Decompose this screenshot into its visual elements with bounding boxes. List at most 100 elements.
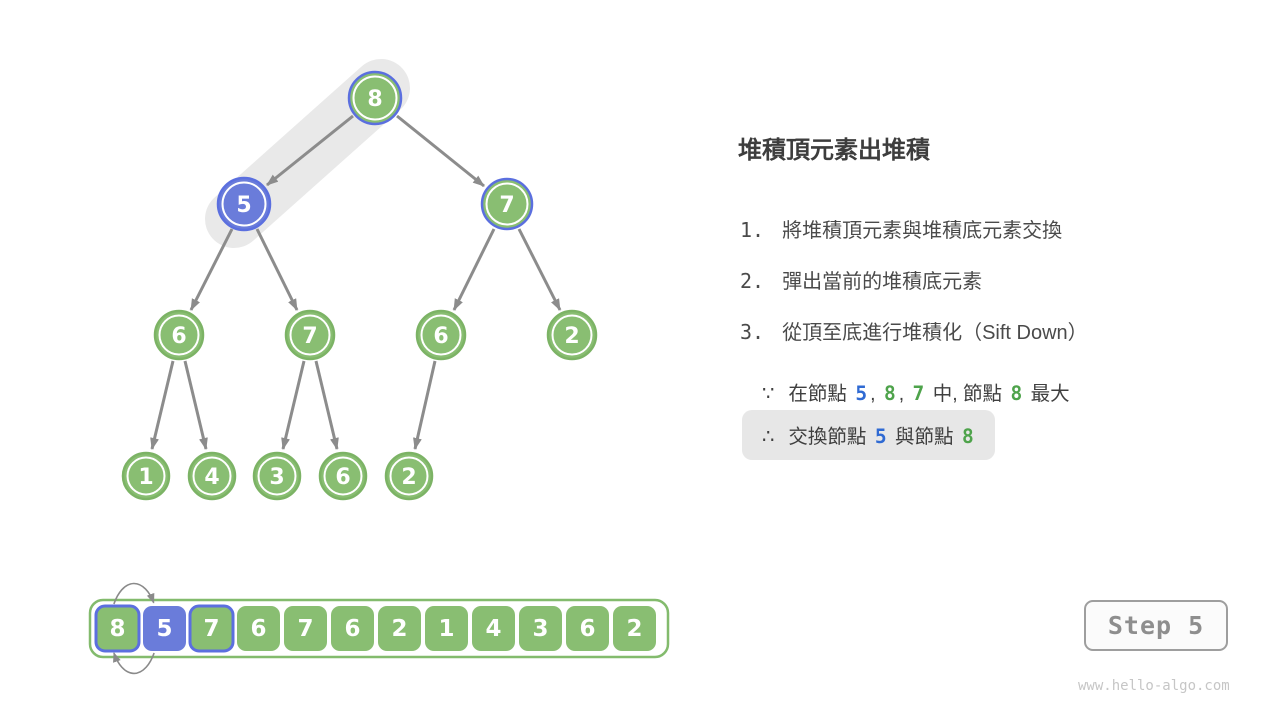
cell-value: 3 bbox=[532, 616, 548, 642]
node-circle bbox=[284, 309, 336, 361]
node-circle bbox=[252, 451, 302, 501]
swap-arc-bottom bbox=[113, 652, 155, 675]
note-text: 交換節點 bbox=[788, 426, 872, 448]
node-circle bbox=[216, 176, 272, 232]
tree-node-1: 5 bbox=[216, 176, 272, 232]
node-value: 7 bbox=[499, 193, 514, 218]
instruction-step-1: 1.將堆積頂元素與堆積底元素交換 bbox=[740, 214, 1062, 243]
edge-7-6b bbox=[314, 360, 339, 450]
edge-5-7 bbox=[255, 228, 299, 311]
therefore-symbol: ∴ bbox=[762, 426, 775, 448]
tree-node-3: 6 bbox=[153, 309, 205, 361]
array-cell-11: 2 bbox=[613, 606, 656, 651]
node-circle bbox=[415, 309, 467, 361]
node-inner-ring bbox=[485, 182, 529, 226]
node-inner-ring bbox=[389, 456, 429, 496]
array-cell-8: 4 bbox=[472, 606, 515, 651]
edge-6-2 bbox=[413, 360, 437, 450]
edge-8-5 bbox=[266, 114, 354, 187]
node-value: 6 bbox=[433, 324, 448, 349]
tree-node-5: 6 bbox=[415, 309, 467, 361]
node-ref-8: 8 bbox=[961, 425, 974, 448]
array-cell-6: 2 bbox=[378, 606, 421, 651]
edge-5-6 bbox=[189, 228, 234, 311]
node-circle bbox=[153, 309, 205, 361]
tree-node-9: 3 bbox=[252, 451, 302, 501]
tree-node-7: 1 bbox=[121, 451, 171, 501]
edge-7-2 bbox=[517, 228, 562, 311]
array-cell-7: 1 bbox=[425, 606, 468, 651]
cell-rect bbox=[378, 606, 421, 651]
cell-rect bbox=[472, 606, 515, 651]
array-cells: 8 5 7 6 7 6 2 bbox=[94, 604, 656, 653]
tree-node-6: 2 bbox=[546, 309, 598, 361]
node-value: 2 bbox=[564, 324, 579, 349]
instruction-step-3: 3. 從頂至底進行堆積化（Sift Down） bbox=[740, 316, 1088, 345]
cell-value: 6 bbox=[250, 616, 266, 642]
note-text: 在節點 bbox=[788, 383, 853, 405]
node-circle bbox=[480, 177, 534, 231]
node-inner-ring bbox=[158, 314, 200, 356]
cell-value: 2 bbox=[391, 616, 407, 642]
step-number: 3. bbox=[740, 320, 765, 344]
array-cell-1: 5 bbox=[143, 606, 186, 651]
node-inner-ring bbox=[352, 75, 398, 121]
node-circle bbox=[187, 451, 237, 501]
cell-value: 7 bbox=[297, 616, 313, 642]
step-number: 2. bbox=[740, 269, 765, 293]
tree-node-11: 2 bbox=[384, 451, 434, 501]
note-text: 最大 bbox=[1025, 383, 1070, 405]
array-cell-3: 6 bbox=[237, 606, 280, 651]
step-text: 從頂至底進行堆積化（Sift Down） bbox=[782, 322, 1088, 344]
cell-value: 6 bbox=[579, 616, 595, 642]
cell-value: 2 bbox=[626, 616, 642, 642]
cell-rect bbox=[143, 606, 186, 651]
node-value: 5 bbox=[236, 193, 251, 218]
node-value: 6 bbox=[171, 324, 186, 349]
node-inner-ring bbox=[323, 456, 363, 496]
node-circle bbox=[121, 451, 171, 501]
array-cell-2: 7 bbox=[188, 604, 235, 653]
node-ref-7: 7 bbox=[912, 382, 925, 405]
node-circle bbox=[384, 451, 434, 501]
cell-rect bbox=[237, 606, 280, 651]
cell-rect bbox=[331, 606, 374, 651]
cell-rect bbox=[425, 606, 468, 651]
node-value: 3 bbox=[269, 465, 284, 490]
node-circle bbox=[347, 70, 403, 126]
cell-rect bbox=[284, 606, 327, 651]
instruction-step-2: 2. 彈出當前的堆積底元素 bbox=[740, 265, 982, 294]
step-text: 彈出當前的堆積底元素 bbox=[782, 271, 983, 293]
node-inner-ring bbox=[221, 181, 267, 227]
array-cell-4: 7 bbox=[284, 606, 327, 651]
edge-6-1 bbox=[150, 360, 175, 450]
node-value: 4 bbox=[204, 465, 219, 490]
cell-value: 7 bbox=[203, 616, 219, 642]
note-therefore: ∴交換節點 5 與節點 8 bbox=[742, 410, 995, 460]
heap-diagram: 8 5 7 6 7 6 2 bbox=[88, 59, 670, 675]
array-swap-arcs bbox=[113, 582, 155, 675]
node-value: 6 bbox=[335, 465, 350, 490]
note-text: 中, 節點 bbox=[927, 383, 1008, 405]
node-inner-ring bbox=[126, 456, 166, 496]
cell-value: 5 bbox=[156, 616, 172, 642]
node-value: 8 bbox=[367, 87, 382, 112]
tree-node-10: 6 bbox=[318, 451, 368, 501]
note-because: ∵在節點 5, 8, 7 中, 節點 8 最大 bbox=[762, 377, 1070, 406]
note-text: 與節點 bbox=[889, 426, 959, 448]
cell-value: 1 bbox=[438, 616, 454, 642]
node-inner-ring bbox=[192, 456, 232, 496]
page-title: 堆積頂元素出堆積 bbox=[738, 137, 930, 164]
because-symbol: ∵ bbox=[762, 383, 775, 405]
cell-value: 8 bbox=[109, 616, 125, 642]
watermark: www.hello-algo.com bbox=[1078, 678, 1230, 694]
cell-value: 4 bbox=[485, 616, 501, 642]
swap-arc-top bbox=[113, 582, 155, 605]
node-circle bbox=[546, 309, 598, 361]
cell-rect bbox=[519, 606, 562, 651]
node-value: 2 bbox=[401, 465, 416, 490]
node-circle bbox=[318, 451, 368, 501]
tree-edges bbox=[150, 114, 562, 450]
tree-node-8: 4 bbox=[187, 451, 237, 501]
edge-6-4 bbox=[183, 360, 208, 450]
